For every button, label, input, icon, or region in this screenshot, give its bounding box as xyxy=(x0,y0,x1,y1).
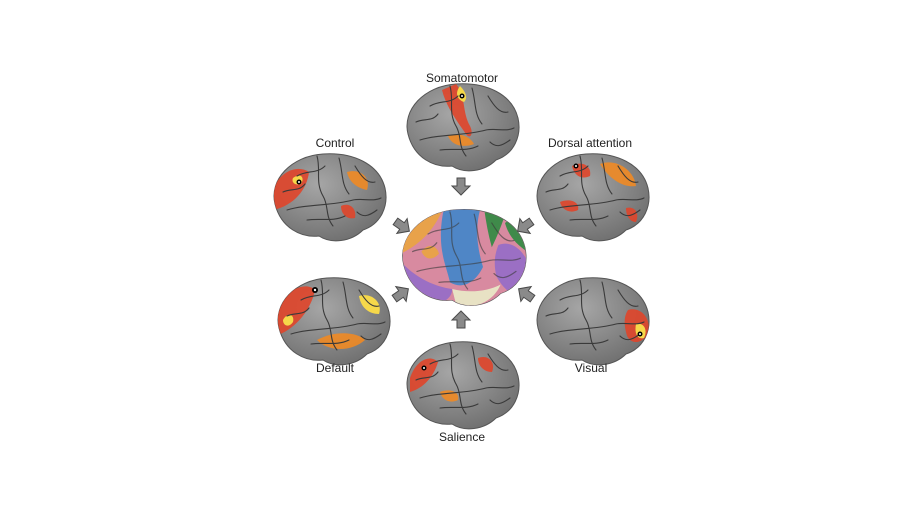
arrow-from-salience xyxy=(450,310,472,329)
brain-default xyxy=(277,277,391,366)
brain-salience xyxy=(406,341,520,430)
brain-visual xyxy=(536,277,650,366)
brain-somatomotor xyxy=(406,83,520,172)
arrow-from-visual xyxy=(518,285,536,303)
arrow-from-default xyxy=(391,285,409,303)
brain-parcellation xyxy=(402,209,527,306)
brain-control xyxy=(273,153,387,242)
arrow-from-somatomotor xyxy=(450,177,472,196)
arrow-from-control xyxy=(392,217,410,235)
label-salience: Salience xyxy=(438,430,486,444)
label-somatomotor: Somatomotor xyxy=(425,71,499,85)
label-dorsal-attention: Dorsal attention xyxy=(547,136,633,150)
label-control: Control xyxy=(315,136,355,150)
label-default: Default xyxy=(315,361,355,375)
arrow-from-dorsal-attention xyxy=(517,217,535,235)
label-visual: Visual xyxy=(574,361,608,375)
brain-dorsal-attention xyxy=(536,153,650,242)
